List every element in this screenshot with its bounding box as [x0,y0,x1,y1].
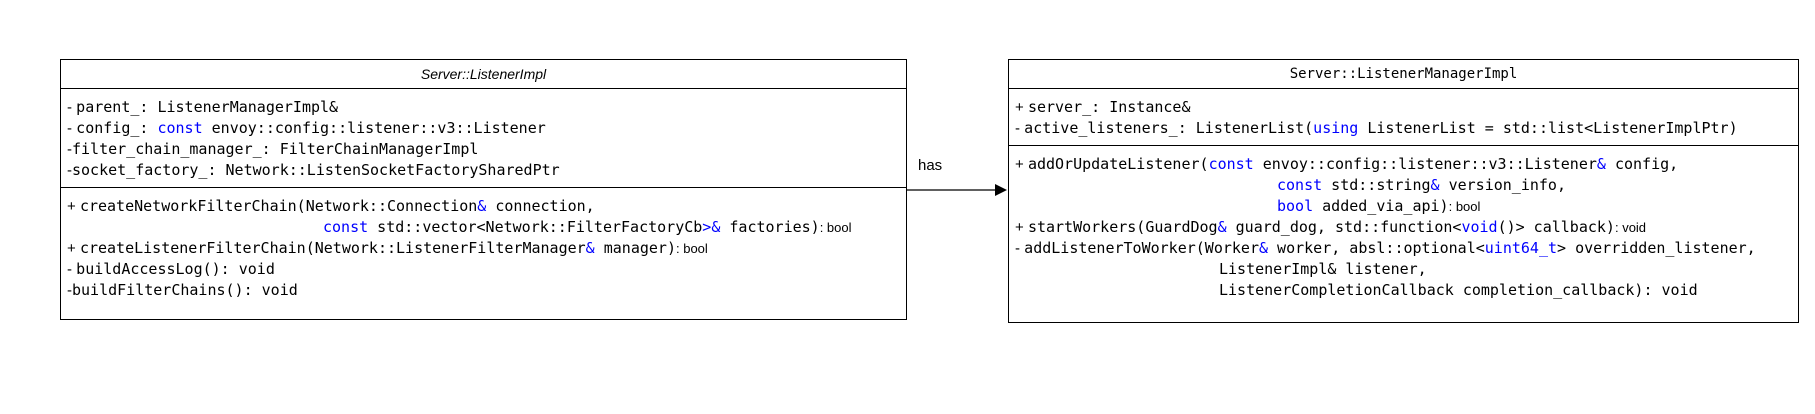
method-row[interactable]: + createListenerFilterChain(Network::Lis… [67,239,708,257]
class-title: Server::ListenerManagerImpl [1009,60,1798,89]
method-row[interactable]: + createNetworkFilterChain(Network::Conn… [67,197,595,215]
methods-section: + addOrUpdateListener(const envoy::confi… [1009,145,1798,307]
attribute-row[interactable]: - active_listeners_: ListenerList(using … [1015,119,1738,137]
attribute-row[interactable]: -socket_factory_: Network::ListenSocketF… [67,161,560,179]
association-label: has [918,157,943,174]
method-row[interactable]: + startWorkers(GuardDog& guard_dog, std:… [1015,218,1647,236]
methods-section: + createNetworkFilterChain(Network::Conn… [61,187,906,307]
attribute-row[interactable]: - parent_: ListenerManagerImpl& [67,98,339,116]
method-row[interactable]: - buildAccessLog(): void [67,260,275,278]
class-listener-impl[interactable]: Server::ListenerImpl - parent_: Listener… [60,59,907,320]
class-listener-manager-impl[interactable]: Server::ListenerManagerImpl + server_: I… [1008,59,1799,323]
class-title: Server::ListenerImpl [61,60,906,89]
method-row[interactable]: -buildFilterChains(): void [67,281,298,299]
attribute-row[interactable]: - config_: const envoy::config::listener… [67,119,546,137]
attribute-row[interactable]: -filter_chain_manager_: FilterChainManag… [67,140,479,158]
method-continuation: ListenerImpl& listener, [1219,260,1427,278]
attributes-section: + server_: Instance& - active_listeners_… [1009,89,1798,145]
attribute-row[interactable]: + server_: Instance& [1015,98,1191,116]
method-row[interactable]: + addOrUpdateListener(const envoy::confi… [1015,155,1679,173]
method-continuation: const std::vector<Network::FilterFactory… [323,218,852,236]
method-continuation: ListenerCompletionCallback completion_ca… [1219,281,1698,299]
arrowhead-icon [995,184,1007,196]
method-row[interactable]: - addListenerToWorker(Worker& worker, ab… [1015,239,1756,257]
method-continuation: bool added_via_api): bool [1277,197,1481,215]
method-continuation: const std::string& version_info, [1277,176,1566,194]
attributes-section: - parent_: ListenerManagerImpl& - config… [61,89,906,187]
